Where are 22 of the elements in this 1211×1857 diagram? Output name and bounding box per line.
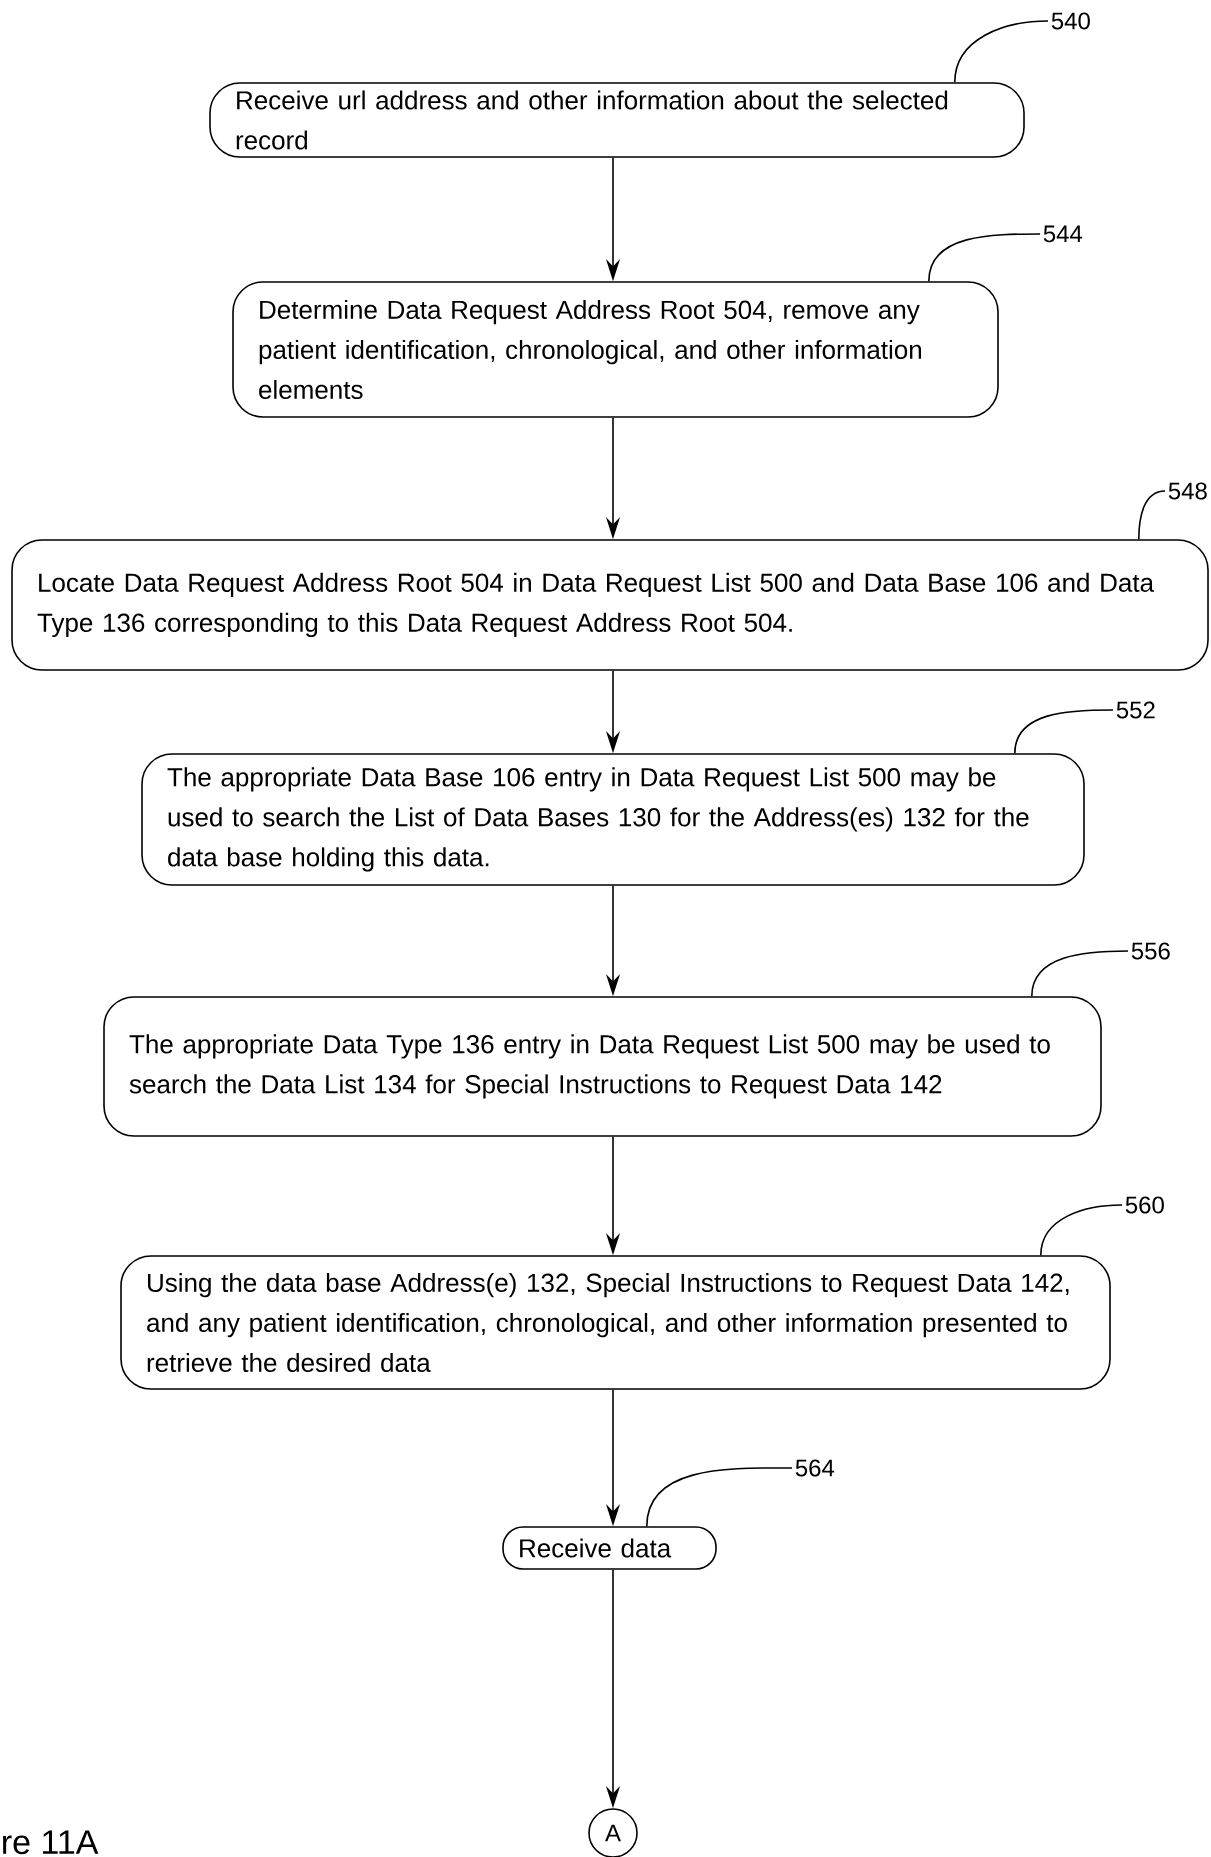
reference-number: 560 <box>1125 1196 1164 1214</box>
reference-number: 540 <box>1051 12 1090 30</box>
leader-line <box>1014 709 1114 754</box>
leader-line <box>646 1467 793 1527</box>
reference-number: 552 <box>1116 701 1155 719</box>
reference-number: 548 <box>1168 482 1207 500</box>
leader-line <box>1031 950 1129 997</box>
process-box: The appropriate Data Base 106 entry in Data Request List 500 may be used to search the List of Data Bases 130 for the Address(es) 132 for the data base holding this data. <box>141 753 1085 886</box>
process-box: Locate Data Request Address Root 504 in Data Request List 500 and Data Base 106 and Data Type 136 corresponding to this Data Request Address Root 504. <box>11 539 1209 671</box>
leader-line <box>928 233 1041 282</box>
process-box: Receive url address and other information about the selected record <box>209 82 1025 158</box>
process-box: Using the data base Address(e) 132, Special Instructions to Request Data 142, and any patient identification, chronological, and other information presented to retrieve the desired data <box>120 1255 1111 1390</box>
figure-label: re 11A <box>3 1830 99 1855</box>
reference-number: 564 <box>795 1459 835 1477</box>
process-box: Determine Data Request Address Root 504, remove any patient identification, chronological, and other information elements <box>232 281 999 418</box>
reference-number: 556 <box>1131 942 1170 960</box>
leader-line <box>954 20 1049 83</box>
process-box: Receive data <box>502 1526 717 1570</box>
leader-line <box>1138 490 1166 540</box>
reference-number: 544 <box>1043 225 1083 243</box>
process-box: The appropriate Data Type 136 entry in Data Request List 500 may be used to search the Data List 134 for Special Instructions to Request Data 142 <box>103 996 1102 1137</box>
leader-line <box>1040 1204 1123 1256</box>
